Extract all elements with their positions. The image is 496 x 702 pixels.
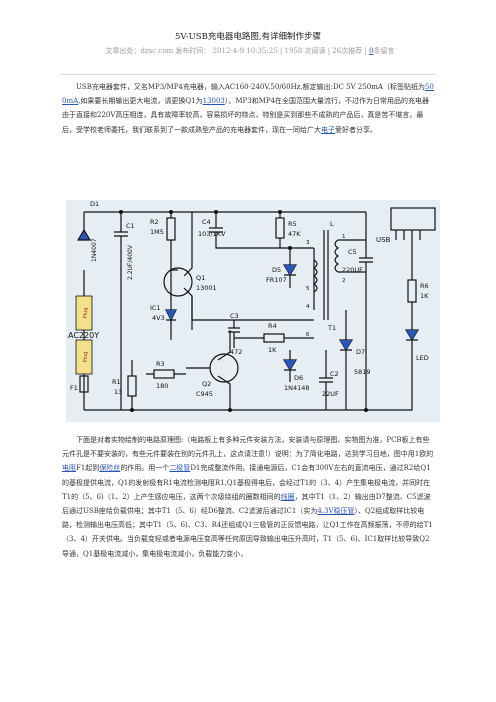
- label-q1-part: 13001: [196, 284, 217, 292]
- label-d1: D1: [90, 200, 99, 208]
- inline-link[interactable]: 二极管: [169, 464, 191, 473]
- intro-paragraph: USB充电器套件，又名MP3/MP4充电器，输入AC160-240V,50/60…: [62, 80, 434, 137]
- label-r6: R6: [420, 282, 429, 290]
- label-c1: C1: [126, 222, 135, 230]
- inline-link[interactable]: 电子: [321, 125, 335, 134]
- title-divider: [60, 74, 436, 75]
- label-ic1-val: 4V3: [152, 314, 165, 322]
- label-c3-val: 472: [230, 348, 242, 356]
- label-r4: R4: [268, 322, 277, 330]
- label-r2-val: 1M5: [150, 228, 164, 236]
- label-r1-val: 13: [114, 388, 122, 396]
- inline-link[interactable]: 500mA: [62, 83, 434, 106]
- inline-link[interactable]: 电阻: [62, 464, 76, 473]
- text-run: ,如果要长期输出更大电流，请更换Q1为: [78, 97, 203, 106]
- text-run: ）。MP3和MP4在全国范围大量流行，不过作为日常用品的充电器由于直接和220V…: [62, 97, 430, 134]
- inline-link[interactable]: 4.3V稳压管: [317, 507, 355, 516]
- text-run: USB充电器套件，又名MP3/MP4充电器，输入AC160-240V,50/60…: [76, 83, 425, 91]
- label-c5-val: 220UF: [342, 266, 363, 274]
- label-c4: C4: [202, 218, 211, 226]
- label-d5-part: FR107: [266, 276, 287, 284]
- meta-text: 文章出处：dzsc.com 发布时间： 2012-4-9 10:35:25 | …: [105, 47, 370, 55]
- inline-link[interactable]: 线圈: [280, 492, 295, 501]
- label-d7: D7: [356, 348, 365, 356]
- text-run: ）、Q2组成取样比较电路，检测输出电压高低；其中T1（5、6)、C3、R4还组成…: [62, 507, 433, 558]
- comments-count-link[interactable]: 0: [369, 47, 374, 55]
- label-c2: C2: [330, 370, 339, 378]
- inline-link[interactable]: 13003: [202, 97, 225, 106]
- label-pin5: 5: [306, 286, 310, 292]
- label-ic1: IC1: [150, 304, 161, 312]
- label-r1: R1: [112, 378, 121, 386]
- text-run: 的作用。用一个: [120, 464, 170, 473]
- label-q1: Q1: [196, 274, 205, 282]
- inline-link[interactable]: 保险丝: [99, 464, 121, 473]
- label-q2: Q2: [202, 380, 211, 388]
- text-run: 爱好者分享。: [335, 125, 377, 134]
- label-led: LED: [416, 354, 429, 362]
- text-run: ，其中T1（1、2）输出由D7整流、C5滤波后通过USB座给负载供电；其中T1（…: [62, 492, 431, 516]
- label-t1: T1: [327, 324, 336, 332]
- label-pin6: 6: [306, 332, 310, 338]
- explanation-paragraph: 下面是对着实物绘制的电路原理图:（电路板上有多种元件安装方法，安装请与原理图、实…: [62, 433, 434, 561]
- label-d6: D6: [294, 374, 303, 382]
- label-d5: D5: [272, 266, 281, 274]
- label-d6-part: 1N4148: [284, 384, 310, 392]
- label-f1: F1: [70, 384, 78, 392]
- label-r4-val: 1K: [268, 346, 277, 354]
- label-r3: R3: [156, 360, 165, 368]
- label-d1-part: 1N4007: [91, 238, 98, 262]
- article-meta: 文章出处：dzsc.com 发布时间： 2012-4-9 10:35:25 | …: [60, 45, 440, 58]
- label-c3: C3: [230, 312, 239, 320]
- label-l: L: [330, 220, 334, 228]
- text-run: F1起到: [76, 464, 100, 473]
- label-usb: USB: [376, 236, 391, 244]
- label-r2: R2: [150, 218, 159, 226]
- label-ac: AC220Y: [68, 331, 99, 340]
- text-run: D1完成整流作用。接通电源后，C1会有300V左右的直流电压，通过R2给Q1的基…: [62, 464, 431, 501]
- circuit-diagram: Plug Plug D1 1N4007 C1 2.2UF/400V R2 1M5…: [66, 200, 440, 422]
- label-c1-val: 2.2UF/400V: [127, 244, 134, 280]
- label-c4-val: 103/1KV: [198, 230, 226, 238]
- label-q2-part: C945: [196, 390, 213, 398]
- label-pin2: 2: [342, 278, 346, 284]
- plug-label-1: Plug: [83, 308, 89, 319]
- label-pin4: 4: [306, 304, 310, 310]
- label-c5: C5: [348, 248, 357, 256]
- label-pin3: 3: [306, 240, 310, 246]
- label-r5: R5: [288, 220, 297, 228]
- plug-label-2: Plug: [83, 352, 89, 363]
- comments-label: 条留言: [373, 47, 395, 55]
- text-run: 下面是对着实物绘制的电路原理图:（电路板上有多种元件安装方法，安装请与原理图、实…: [62, 436, 434, 459]
- label-r5-val: 47K: [288, 230, 301, 238]
- label-d7-part: 5819: [354, 368, 371, 376]
- label-r3-val: 180: [156, 382, 168, 390]
- label-r6-val: 1K: [420, 292, 429, 300]
- label-c2-val: 22UF: [322, 390, 339, 398]
- label-pin1: 1: [342, 234, 346, 240]
- article-title: 5V-USB充电器电路图,有详细制作步骤: [174, 32, 322, 42]
